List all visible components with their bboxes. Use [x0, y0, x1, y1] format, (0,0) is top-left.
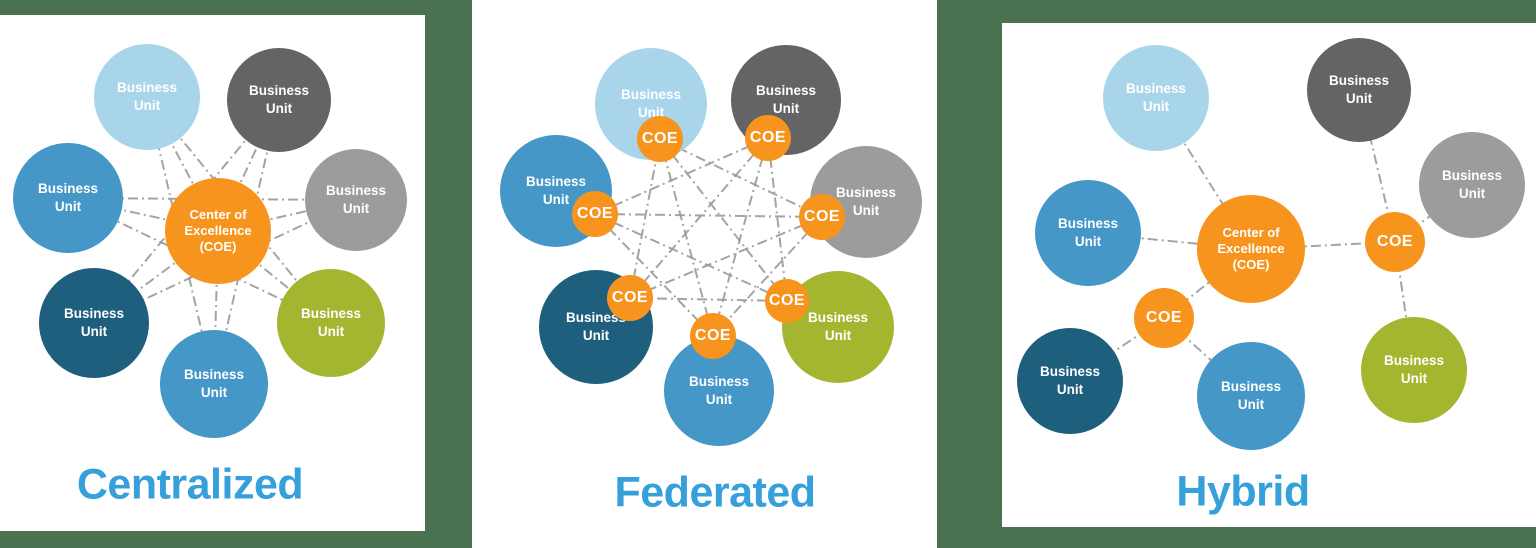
business-unit-label: Business Unit — [300, 306, 362, 339]
business-unit-label: Business Unit — [1383, 353, 1445, 386]
coe-small-circle: COE — [799, 194, 845, 240]
business-unit-label: Business Unit — [1220, 379, 1282, 412]
dashed-connector — [629, 297, 788, 302]
coe-label: COE — [1376, 233, 1414, 250]
coe-small-circle: COE — [1365, 212, 1425, 272]
business-unit-label: Business Unit — [248, 83, 310, 116]
coe-small-circle: COE — [765, 279, 809, 323]
coe-small-circle: COE — [607, 275, 653, 321]
business-unit-label: Business Unit — [525, 174, 587, 207]
business-unit-label: Business Unit — [755, 83, 817, 116]
business-unit-circle: Business Unit — [1197, 342, 1305, 450]
business-unit-label: Business Unit — [183, 367, 245, 400]
business-unit-circle: Business Unit — [160, 330, 268, 438]
business-unit-label: Business Unit — [807, 310, 869, 343]
dashed-connector — [594, 213, 823, 218]
coe-small-circle: COE — [637, 116, 683, 162]
panel-title-hybrid: Hybrid — [1176, 467, 1310, 516]
dashed-connector — [712, 216, 823, 337]
business-unit-label: Business Unit — [565, 310, 627, 343]
business-unit-label: Business Unit — [1328, 73, 1390, 106]
coe-center-circle: Center of Excellence (COE) — [165, 178, 271, 284]
business-unit-label: Business Unit — [116, 80, 178, 113]
business-unit-label: Business Unit — [620, 87, 682, 120]
coe-label: COE — [749, 129, 787, 146]
dashed-connector — [659, 138, 714, 337]
panel-title-federated: Federated — [614, 468, 816, 517]
dashed-connector — [594, 213, 714, 337]
coe-small-circle: COE — [690, 313, 736, 359]
business-unit-label: Business Unit — [63, 306, 125, 339]
dashed-connector — [629, 138, 661, 299]
coe-center-label: Center of Excellence (COE) — [184, 206, 252, 255]
dashed-connector — [629, 216, 823, 299]
business-unit-circle: Business Unit — [1419, 132, 1525, 238]
coe-small-circle: COE — [1134, 288, 1194, 348]
coe-small-circle: COE — [572, 191, 618, 237]
business-unit-label: Business Unit — [1057, 216, 1119, 249]
business-unit-circle: Business Unit — [1017, 328, 1123, 434]
coe-label: COE — [1145, 309, 1183, 326]
business-unit-circle: Business Unit — [227, 48, 331, 152]
business-unit-circle: Business Unit — [1035, 180, 1141, 286]
business-unit-circle: Business Unit — [39, 268, 149, 378]
connector-layer — [594, 137, 823, 337]
business-unit-circle: Business Unit — [94, 44, 200, 150]
business-unit-circle: Business Unit — [305, 149, 407, 251]
coe-center-label: Center of Excellence (COE) — [1217, 224, 1285, 273]
business-unit-circle: Business Unit — [595, 48, 707, 160]
business-unit-label: Business Unit — [1441, 168, 1503, 201]
business-unit-label: Business Unit — [325, 183, 387, 216]
coe-label: COE — [768, 292, 806, 309]
business-unit-circle: Business Unit — [13, 143, 123, 253]
dashed-connector — [659, 138, 823, 218]
business-unit-label: Business Unit — [835, 185, 897, 218]
business-unit-circle: Business Unit — [277, 269, 385, 377]
business-unit-circle: Business Unit — [1103, 45, 1209, 151]
dashed-connector — [594, 137, 769, 215]
dashed-connector — [629, 137, 769, 299]
coe-small-circle: COE — [745, 115, 791, 161]
business-unit-label: Business Unit — [37, 181, 99, 214]
business-unit-label: Business Unit — [688, 374, 750, 407]
dashed-connector — [712, 137, 769, 337]
coe-label: COE — [611, 289, 649, 306]
dashed-connector — [659, 138, 788, 302]
coe-label: COE — [576, 205, 614, 222]
coe-center-circle: Center of Excellence (COE) — [1197, 195, 1305, 303]
business-unit-label: Business Unit — [1039, 364, 1101, 397]
dashed-connector — [1163, 248, 1252, 319]
coe-label: COE — [694, 327, 732, 344]
business-unit-label: Business Unit — [1125, 81, 1187, 114]
dashed-connector — [767, 137, 788, 302]
business-unit-circle: Business Unit — [1307, 38, 1411, 142]
business-unit-circle: Business Unit — [1361, 317, 1467, 423]
panel-title-centralized: Centralized — [76, 460, 304, 509]
coe-label: COE — [803, 208, 841, 225]
coe-label: COE — [641, 130, 679, 147]
